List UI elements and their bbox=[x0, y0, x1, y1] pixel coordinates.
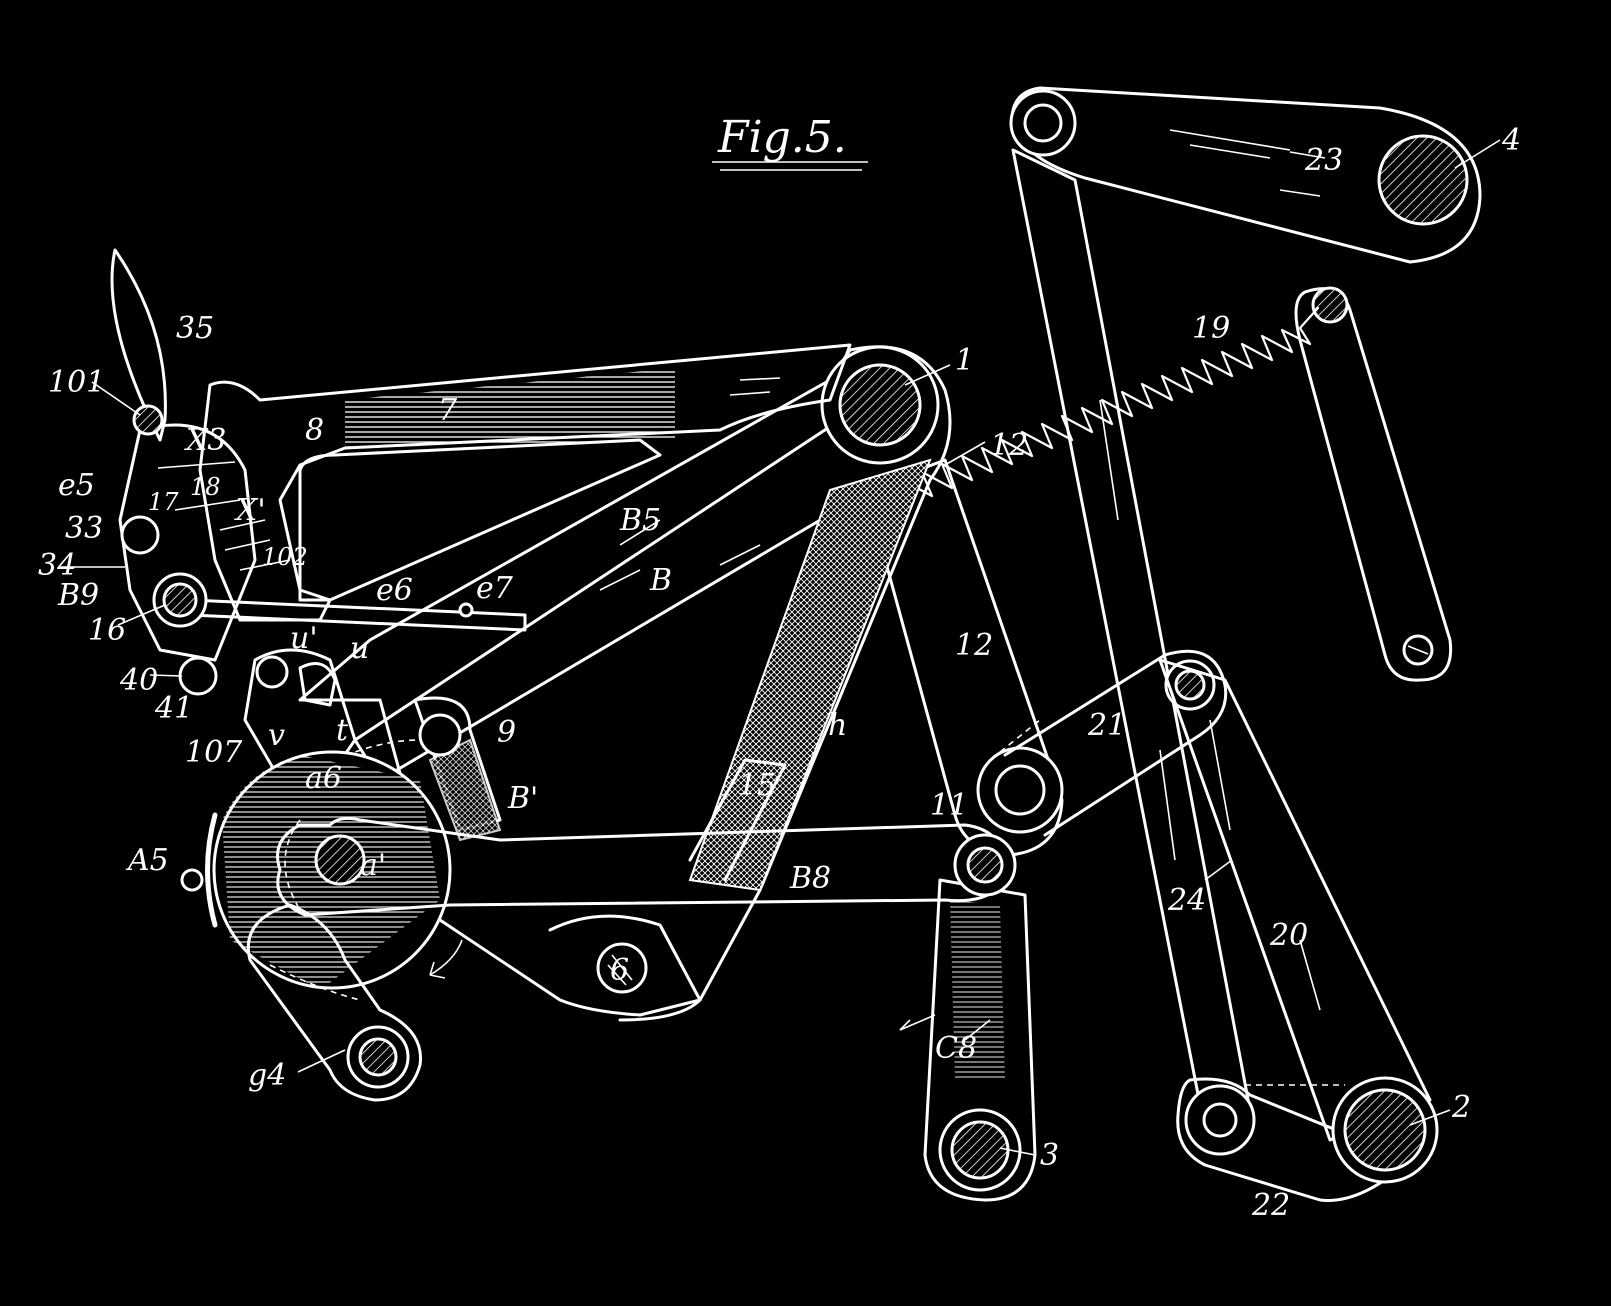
arm-7-8 bbox=[198, 343, 852, 622]
pivot-hole bbox=[1023, 103, 1063, 143]
label-9: 9 bbox=[497, 715, 516, 750]
label-B9: B9 bbox=[57, 578, 99, 613]
label-20: 20 bbox=[1269, 918, 1308, 953]
label-h: h bbox=[828, 708, 847, 743]
label-17: 17 bbox=[148, 488, 179, 516]
pivot-11-hole bbox=[994, 764, 1046, 816]
rod-e6-e7 bbox=[188, 598, 527, 632]
shaft-2 bbox=[1343, 1088, 1427, 1172]
part-labels: 1 2 3 4 6 7 8 9 11 12 12 15 16 17 18 19 … bbox=[38, 123, 1521, 1223]
label-15: 15 bbox=[738, 768, 776, 803]
label-A5: A5 bbox=[125, 843, 169, 878]
label-B: B bbox=[649, 563, 672, 598]
label-X-prime: X' bbox=[234, 493, 266, 528]
pivot-21-pin bbox=[1174, 669, 1206, 701]
label-102: 102 bbox=[262, 543, 308, 571]
label-3: 3 bbox=[1040, 1138, 1059, 1173]
shaft-a1 bbox=[314, 834, 366, 886]
label-e5: e5 bbox=[58, 468, 95, 503]
pin-40 bbox=[178, 656, 218, 696]
pivot-u1 bbox=[255, 655, 289, 689]
label-u-prime: u' bbox=[290, 621, 318, 656]
label-19: 19 bbox=[1192, 311, 1230, 346]
label-4: 4 bbox=[1501, 123, 1521, 158]
spring-19 bbox=[866, 306, 1320, 528]
cam-lever-g4 bbox=[246, 903, 463, 1102]
label-t: t bbox=[336, 713, 349, 748]
label-e6: e6 bbox=[376, 573, 413, 608]
label-23: 23 bbox=[1304, 143, 1343, 178]
label-33: 33 bbox=[65, 511, 103, 546]
label-12-mid: 12 bbox=[955, 628, 993, 663]
crank-arm-23 bbox=[1009, 86, 1482, 264]
label-a6: a6 bbox=[305, 761, 342, 796]
pivot-6 bbox=[548, 914, 702, 1022]
label-B5: B5 bbox=[619, 503, 661, 538]
spring-anchor-arm bbox=[1294, 286, 1453, 682]
link-12 bbox=[864, 458, 1064, 857]
pivot-9 bbox=[418, 713, 462, 757]
link-24 bbox=[1011, 148, 1252, 1132]
label-101: 101 bbox=[48, 365, 105, 400]
label-B8: B8 bbox=[789, 861, 831, 896]
pivot-16 bbox=[162, 582, 198, 618]
spring-anchor-pin bbox=[1311, 286, 1349, 324]
arm-7-shading bbox=[345, 368, 675, 448]
figure-title-text: Fig.5. bbox=[717, 112, 847, 163]
label-40: 40 bbox=[119, 663, 158, 698]
pivot-22-hole bbox=[1202, 1102, 1238, 1138]
label-2: 2 bbox=[1451, 1090, 1471, 1125]
label-a-prime: a' bbox=[360, 848, 386, 883]
link-22 bbox=[1176, 1076, 1439, 1202]
label-41: 41 bbox=[154, 691, 193, 726]
label-g4: g4 bbox=[248, 1058, 286, 1093]
label-107: 107 bbox=[185, 735, 243, 770]
label-1: 1 bbox=[955, 343, 974, 378]
label-16: 16 bbox=[88, 613, 126, 648]
frame-strut bbox=[688, 458, 932, 892]
leader-lines bbox=[60, 139, 1501, 1156]
shaft-1 bbox=[838, 363, 922, 447]
frame-B bbox=[298, 345, 952, 1017]
lever-B8 bbox=[180, 750, 1017, 990]
label-6: 6 bbox=[610, 953, 629, 988]
shaft-3 bbox=[950, 1120, 1010, 1180]
pivot-g4-pin bbox=[358, 1037, 398, 1077]
label-24: 24 bbox=[1167, 883, 1206, 918]
figure-title: Fig.5. bbox=[712, 112, 868, 171]
label-35: 35 bbox=[176, 311, 214, 346]
label-B-prime: B' bbox=[507, 781, 538, 816]
label-34: 34 bbox=[38, 548, 76, 583]
label-X3: X3 bbox=[184, 423, 226, 458]
pin-101 bbox=[132, 404, 164, 436]
label-v: v bbox=[268, 718, 285, 753]
blade-35 bbox=[110, 248, 167, 442]
label-7: 7 bbox=[438, 393, 458, 428]
label-u: u bbox=[350, 631, 369, 666]
label-11: 11 bbox=[930, 788, 968, 823]
label-22: 22 bbox=[1251, 1188, 1290, 1223]
link-20 bbox=[1158, 658, 1432, 1142]
pivot-B8-pin bbox=[966, 846, 1004, 884]
label-e7: e7 bbox=[476, 571, 514, 606]
shaft-4 bbox=[1377, 134, 1469, 226]
label-8: 8 bbox=[305, 413, 324, 448]
label-12-top: 12 bbox=[990, 428, 1028, 463]
pin-33 bbox=[120, 515, 160, 555]
arm-C8 bbox=[899, 878, 1037, 1202]
label-21: 21 bbox=[1087, 708, 1126, 743]
label-18: 18 bbox=[190, 473, 221, 501]
